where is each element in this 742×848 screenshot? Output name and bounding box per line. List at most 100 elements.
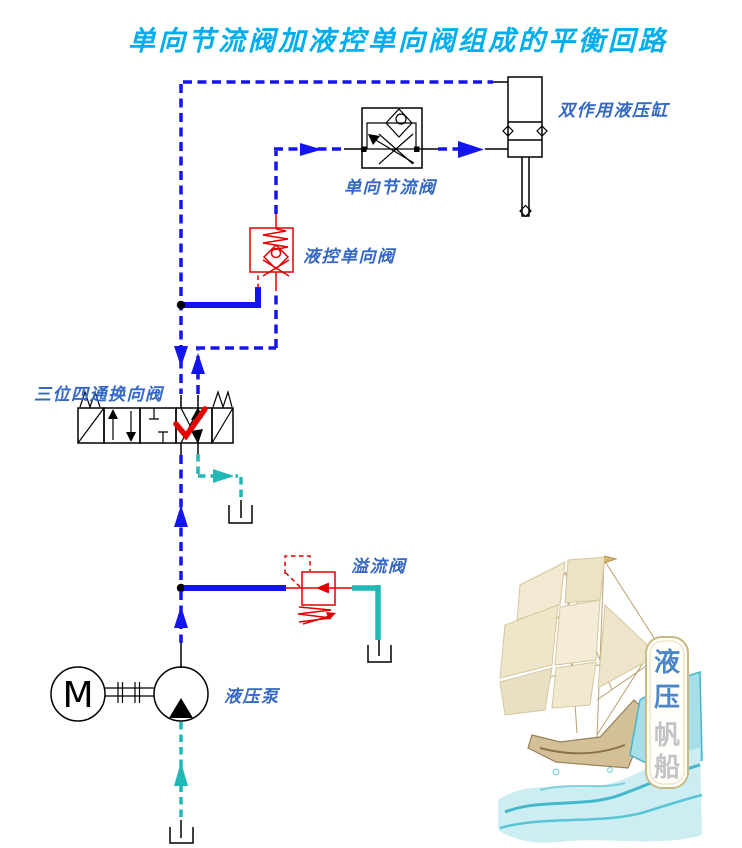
- foam-dot: [607, 767, 613, 773]
- banner-char: 船: [654, 752, 680, 782]
- flow-arrow-up: [174, 505, 188, 527]
- spring-icon-left: [79, 390, 101, 409]
- relief-arrow-left: [316, 582, 329, 594]
- sail: [564, 556, 606, 604]
- tank-symbol: [228, 505, 253, 524]
- junction-dot: [176, 300, 186, 310]
- piston-seal-diamond: [536, 125, 548, 137]
- directional-valve: [77, 389, 234, 444]
- pump-unit: M: [50, 666, 209, 722]
- cylinder-label: 双作用液压缸: [557, 101, 670, 120]
- ship-banner: 液 压 帆 船: [645, 636, 689, 789]
- check-ball-icon: [395, 113, 407, 125]
- pilot-dash: [284, 555, 311, 574]
- solenoid-diagonal: [211, 407, 234, 444]
- relief-valve-body: [301, 571, 336, 606]
- arrow-head-down: [126, 432, 136, 442]
- pump-flow-triangle: [169, 698, 193, 718]
- adjust-arrow-shaft: [373, 138, 415, 164]
- port-node: [414, 146, 420, 152]
- throttle-valve: [361, 107, 423, 169]
- bypass-line: [366, 122, 417, 149]
- check-ball-icon: [270, 247, 282, 259]
- coupling-shaft: [105, 687, 154, 697]
- flow-arrow-right: [213, 469, 234, 483]
- spring-icon: [262, 228, 289, 251]
- tank-symbol: [169, 827, 194, 844]
- sail-jib: [597, 603, 659, 689]
- p-line: [174, 443, 188, 668]
- t-line: [196, 443, 253, 524]
- directional-valve-label: 三位四通换向阀: [34, 385, 165, 404]
- spring-icon-right: [212, 389, 233, 409]
- spring-icon: [297, 606, 332, 623]
- motor-letter: M: [62, 675, 93, 716]
- throttle-cross: [378, 133, 414, 165]
- piston-lines: [508, 121, 542, 141]
- cylinder-barrel: [507, 76, 543, 158]
- throttle-valve-label: 单向节流阀: [344, 178, 438, 197]
- adjust-arrow-head: [368, 134, 380, 145]
- tank-symbol: [367, 645, 392, 663]
- throttle-valve-body: [361, 107, 423, 169]
- pilot-line: [176, 272, 261, 310]
- valve-cross: [262, 259, 290, 277]
- pump-circle: [153, 666, 209, 722]
- banner-inner-border: [649, 640, 685, 785]
- banner-plate: [645, 636, 689, 789]
- pilot-check-valve: [249, 227, 294, 277]
- adjust-arrow-head: [326, 612, 336, 620]
- check-diamond: [262, 243, 290, 271]
- wave-line: [499, 793, 703, 830]
- piston-seal-diamond: [502, 125, 514, 137]
- red-checkmark-icon: [173, 406, 208, 441]
- pump-label: 液压泵: [224, 687, 281, 706]
- check-diamond: [385, 108, 413, 138]
- mast-pennant: [603, 555, 618, 564]
- pilot-check-valve-label: 液控单向阀: [303, 247, 397, 266]
- sail: [499, 667, 553, 716]
- suction-line: [169, 722, 194, 844]
- hull-stripe: [539, 744, 626, 755]
- blocked-port-top: [149, 408, 159, 420]
- motor-circle: [50, 666, 106, 722]
- wave-line: [539, 782, 626, 791]
- b-line: [191, 141, 508, 409]
- a-line: [174, 80, 508, 409]
- flow-arrow-up: [174, 606, 188, 628]
- sail: [499, 604, 559, 679]
- sailboat-illustration: 液 压 帆 船: [498, 555, 703, 843]
- position-closed: [139, 407, 177, 444]
- position-parallel: [103, 407, 141, 444]
- rod-end-diamond: [519, 204, 532, 218]
- flow-arrow-right-large: [458, 141, 484, 158]
- page-title: 单向节流阀加液控单向阀组成的平衡回路: [128, 26, 668, 56]
- sail: [551, 661, 597, 709]
- sail: [554, 599, 601, 666]
- ship-hull: [527, 699, 651, 769]
- arrow-head-up: [108, 409, 118, 419]
- pilot-check-body: [249, 227, 294, 273]
- adjust-arrow-shaft: [302, 615, 331, 625]
- flow-arrow-right: [300, 143, 322, 156]
- banner-char: 液: [654, 648, 680, 677]
- coupling-bars: [117, 682, 141, 703]
- sail: [516, 561, 566, 621]
- pilot-dash: [285, 572, 301, 588]
- flow-arrow-up: [191, 353, 205, 374]
- blocked-port-bottom: [158, 431, 168, 443]
- solenoid-diagonal: [77, 407, 105, 444]
- banner-char: 压: [654, 683, 680, 712]
- relief-valve-label: 溢流阀: [351, 557, 408, 576]
- foam-dot: [552, 768, 560, 776]
- flow-arrow-down: [174, 346, 188, 367]
- junction-dot: [176, 583, 186, 593]
- port-node: [361, 146, 367, 152]
- banner-char: 帆: [654, 721, 680, 750]
- hydraulic-cylinder: [502, 76, 548, 218]
- solenoid-box-right: [211, 407, 234, 444]
- relief-valve-branch: [184, 555, 392, 663]
- flow-arrow-up: [174, 762, 188, 786]
